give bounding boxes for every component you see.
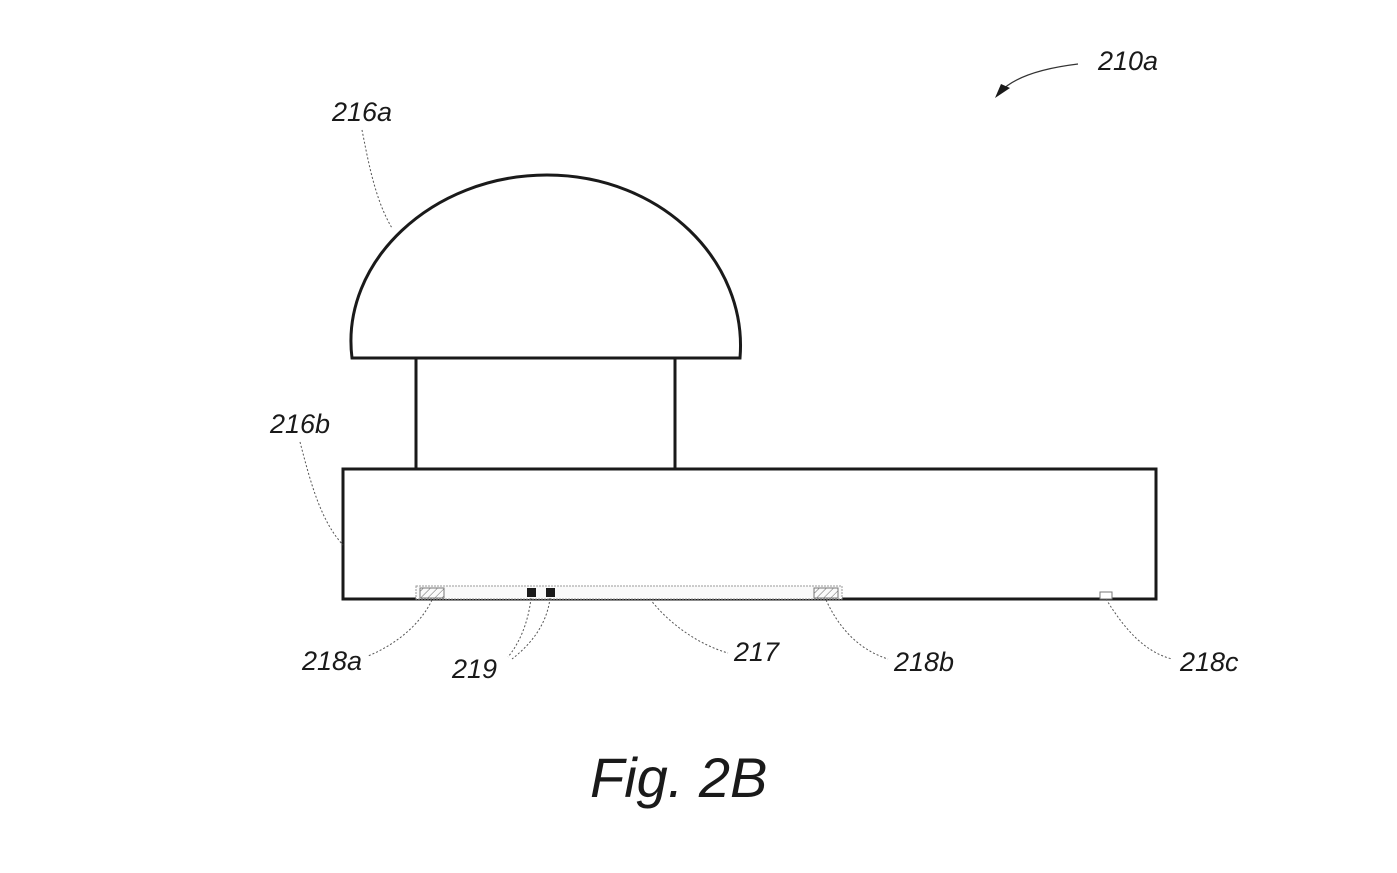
arrow-head-icon bbox=[995, 84, 1010, 98]
strip-217 bbox=[416, 586, 842, 599]
leader-218a bbox=[368, 600, 432, 656]
contact-219-b bbox=[546, 588, 555, 597]
contact-219-a bbox=[527, 588, 536, 597]
leader-217 bbox=[650, 599, 728, 653]
label-217: 217 bbox=[733, 637, 780, 667]
figure-caption: Fig. 2B bbox=[590, 746, 767, 809]
neck bbox=[416, 358, 675, 470]
dome-216a bbox=[351, 175, 741, 358]
leader-219-a bbox=[508, 598, 531, 657]
leader-218c bbox=[1106, 599, 1172, 659]
label-216b: 216b bbox=[269, 409, 330, 439]
pad-218c bbox=[1100, 592, 1112, 599]
pad-218b bbox=[814, 588, 838, 598]
base-216b bbox=[343, 469, 1156, 599]
assembly-arrow bbox=[995, 64, 1078, 98]
label-218c: 218c bbox=[1179, 647, 1239, 677]
label-210a: 210a bbox=[1097, 46, 1158, 76]
leader-218b bbox=[826, 600, 888, 659]
label-216a: 216a bbox=[331, 97, 392, 127]
leader-219-b bbox=[512, 598, 550, 659]
label-218a: 218a bbox=[301, 646, 362, 676]
label-218b: 218b bbox=[893, 647, 954, 677]
leader-216a bbox=[362, 130, 392, 228]
pad-218a bbox=[420, 588, 444, 598]
label-219: 219 bbox=[451, 654, 497, 684]
leader-216b bbox=[300, 442, 343, 545]
